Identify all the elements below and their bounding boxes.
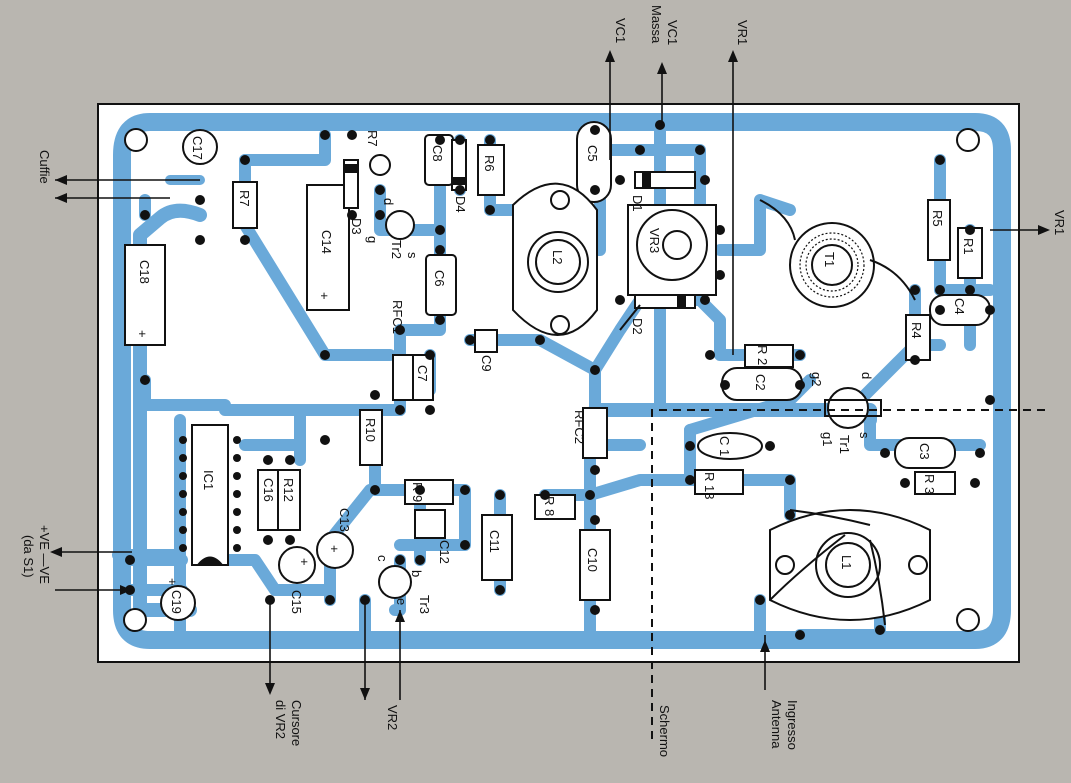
pin-tr3-c: c xyxy=(375,555,390,562)
label-ingresso-1: Ingresso xyxy=(785,700,800,750)
pin-tr2-g: g xyxy=(365,236,380,243)
label-r13: R 13 xyxy=(702,472,717,499)
label-r10: R10 xyxy=(363,418,378,442)
label-c18: C18 xyxy=(137,260,152,284)
label-c7: C7 xyxy=(415,365,430,382)
label-c17: C17 xyxy=(190,136,205,160)
label-c14: C14 xyxy=(319,230,334,254)
label-cursore-1: Cursore xyxy=(289,700,304,746)
label-c5: C5 xyxy=(585,145,600,162)
label-vr1-top: VR1 xyxy=(735,20,750,45)
pads xyxy=(125,120,995,640)
mounting-holes xyxy=(123,128,980,632)
label-c1: C 1 xyxy=(717,436,732,456)
label-d2: D2 xyxy=(630,318,645,335)
label-rfc1: RFC1 xyxy=(390,300,405,334)
c17-body xyxy=(182,129,218,165)
label-t1: T1 xyxy=(822,252,837,267)
label-vr1-right: VR1 xyxy=(1052,210,1067,235)
label-r7b: R7 xyxy=(365,130,380,147)
label-c6: C6 xyxy=(432,270,447,287)
label-supply-2: (da S1) xyxy=(21,535,36,578)
label-c4: C4 xyxy=(952,298,967,315)
label-d4: D4 xyxy=(453,196,468,213)
label-r7: R7 xyxy=(237,190,252,207)
flying-wires xyxy=(619,199,916,626)
label-ingresso-2: Antenna xyxy=(769,700,784,749)
label-vr2: VR2 xyxy=(385,705,400,730)
label-supply-1: +VE —VE xyxy=(37,525,52,584)
label-c11: C11 xyxy=(487,530,502,553)
label-schermo: Schermo xyxy=(657,705,672,757)
pin-c19-plus: + xyxy=(165,578,180,586)
external-label-group: VC1 VC1 Massa VR1 VR1 Cuffie +VE —VE (da… xyxy=(21,5,1067,757)
label-r1: R1 xyxy=(961,238,976,255)
label-rfc2: RFC2 xyxy=(572,410,587,444)
label-r5: R5 xyxy=(930,210,945,227)
pin-tr2-d: d xyxy=(381,198,396,205)
pin-tr3-b: b xyxy=(409,570,424,577)
label-vc1: VC1 xyxy=(613,18,628,43)
pin-c14-plus: + xyxy=(317,292,332,300)
label-tr1: Tr1 xyxy=(837,435,852,454)
label-c19: C19 xyxy=(169,590,184,614)
label-r9: R 9 xyxy=(410,482,425,502)
pin-c18-plus: + xyxy=(135,330,150,338)
label-cuffie: Cuffie xyxy=(37,150,52,184)
label-tr3: Tr3 xyxy=(417,595,432,614)
label-l2: L2 xyxy=(550,250,565,264)
pin-tr2-s: s xyxy=(405,252,420,259)
schermo-shield-line xyxy=(651,409,1045,740)
label-vr3: VR3 xyxy=(647,228,662,253)
pin-tr3-e: e xyxy=(394,598,409,605)
label-l1: L1 xyxy=(839,555,854,569)
external-leads xyxy=(55,55,1045,700)
label-r6: R6 xyxy=(482,155,497,172)
label-c8: C8 xyxy=(430,145,445,162)
label-c10: C10 xyxy=(585,548,600,572)
pin-label-group: d g s g2 d g1 s c b e + + + + + xyxy=(135,198,874,605)
label-cursore-2: di VR2 xyxy=(273,700,288,739)
label-c13: C13 xyxy=(337,508,352,532)
pin-tr1-d: d xyxy=(859,372,874,379)
label-r3: R 3 xyxy=(922,474,937,494)
label-c15: C15 xyxy=(289,590,304,614)
pin-c15-plus: + xyxy=(297,558,312,566)
label-d1: D1 xyxy=(630,195,645,212)
label-r8: R 8 xyxy=(542,496,557,516)
pin-tr1-g2: g2 xyxy=(809,372,824,386)
label-vc1-massa-1: VC1 xyxy=(665,20,680,45)
label-r2: R 2 xyxy=(755,345,770,365)
pin-tr1-s: s xyxy=(857,432,872,439)
label-c9: C9 xyxy=(479,355,494,372)
pin-tr1-g1: g1 xyxy=(820,432,835,446)
arrowheads xyxy=(50,50,1050,700)
pin-c13-plus: + xyxy=(327,545,342,553)
components-outlines xyxy=(124,121,991,621)
label-r12: R12 xyxy=(281,478,296,502)
t1-winding xyxy=(799,232,865,298)
label-c3: C3 xyxy=(917,443,932,460)
label-ic1: IC1 xyxy=(201,470,216,490)
label-c2: C2 xyxy=(753,374,768,391)
label-vc1-massa-2: Massa xyxy=(649,5,664,44)
label-c16: C16 xyxy=(261,478,276,502)
component-label-group: C17 R7 C14 R7 D3 C8 D4 R6 C5 D1 VR3 L2 T… xyxy=(137,130,976,614)
label-c12: C12 xyxy=(437,540,452,564)
label-tr2: Tr2 xyxy=(389,240,404,259)
label-r4: R4 xyxy=(909,322,924,339)
label-d3: D3 xyxy=(349,218,364,235)
